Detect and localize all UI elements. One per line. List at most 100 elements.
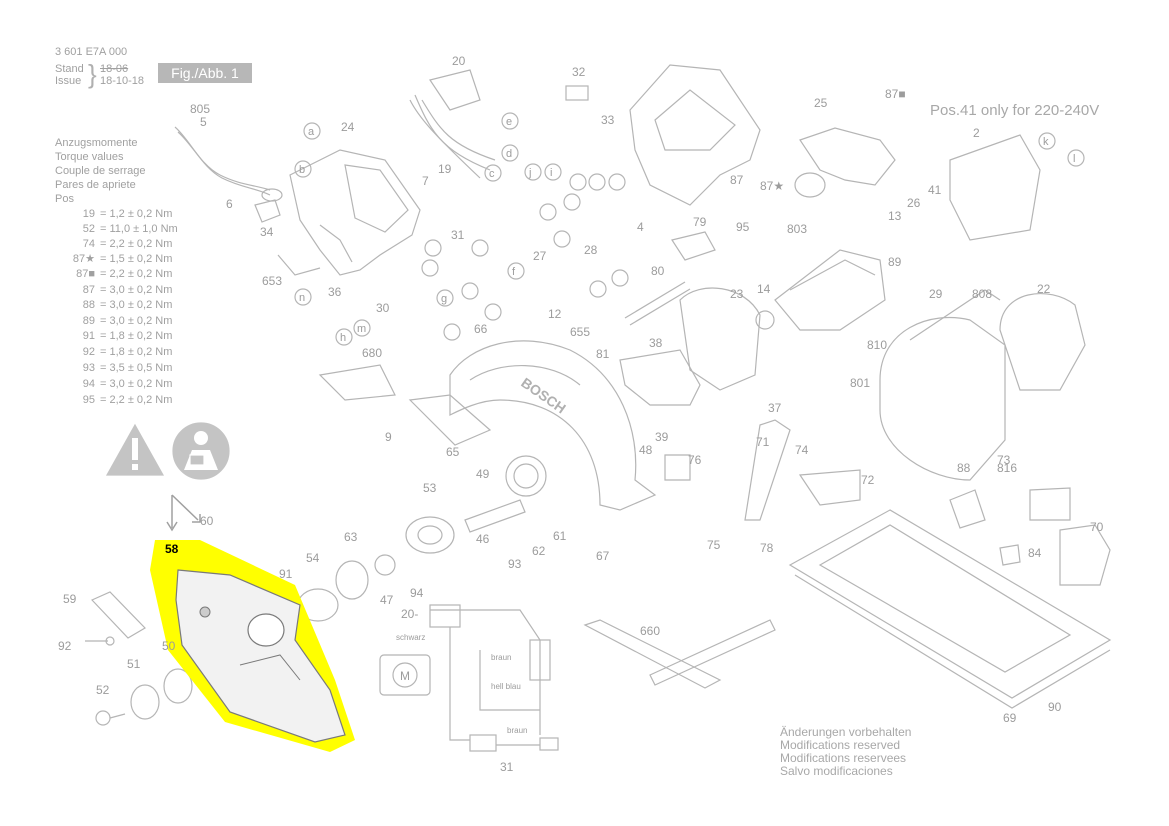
part-label: 73 bbox=[997, 453, 1011, 467]
article-code: 3 601 E7A 000 bbox=[55, 46, 128, 58]
part-label: 29 bbox=[929, 287, 943, 301]
part-label: 808 bbox=[972, 287, 992, 301]
torque-pos: 52 bbox=[82, 223, 95, 235]
part-label: 92 bbox=[58, 639, 72, 653]
part-label: 81 bbox=[596, 347, 610, 361]
wiring-schematic bbox=[379, 604, 559, 752]
part-label: 63 bbox=[344, 530, 358, 544]
torque-heading-pos: Pos bbox=[55, 193, 74, 205]
part-label: 76 bbox=[688, 453, 702, 467]
torque-row: 87★= 1,5 ± 0,2 Nm bbox=[55, 252, 195, 267]
part-label: 24 bbox=[341, 120, 355, 134]
wire-label-brown-2: braun bbox=[507, 726, 527, 735]
part-label: 49 bbox=[476, 467, 490, 481]
part-label: l bbox=[1073, 153, 1075, 165]
part-label: 89 bbox=[888, 255, 902, 269]
brace-icon: } bbox=[88, 59, 97, 89]
modifications-en: Modifications reserved bbox=[780, 738, 901, 752]
torque-heading-en: Torque values bbox=[55, 151, 124, 163]
torque-value: = 1,2 ± 0,2 Nm bbox=[100, 208, 173, 220]
part-label: 88 bbox=[957, 461, 971, 475]
part-label: 65 bbox=[446, 445, 460, 459]
part-label: c bbox=[489, 168, 495, 180]
voltage-note: Pos.41 only for 220-240V bbox=[930, 102, 1100, 119]
part-label: 95 bbox=[736, 220, 750, 234]
torque-value: = 2,2 ± 0,2 Nm bbox=[100, 268, 173, 280]
part-label: b bbox=[299, 164, 305, 176]
part-label: 12 bbox=[548, 307, 562, 321]
part-label: 47 bbox=[380, 593, 394, 607]
part-label: 75 bbox=[707, 538, 721, 552]
part-label: 61 bbox=[553, 529, 567, 543]
part-label: 31 bbox=[451, 228, 465, 242]
base-plate bbox=[788, 509, 1112, 699]
torque-pos: 87 bbox=[82, 284, 95, 296]
torque-row: 19= 1,2 ± 0,2 Nm bbox=[55, 207, 195, 222]
part-label: h bbox=[340, 332, 346, 344]
torque-row: 88= 3,0 ± 0,2 Nm bbox=[55, 298, 195, 313]
armature bbox=[774, 249, 886, 331]
torque-pos: 94 bbox=[82, 378, 95, 390]
torque-pos: 91 bbox=[82, 330, 95, 342]
part-label: 33 bbox=[601, 113, 615, 127]
motor-symbol: M bbox=[400, 669, 410, 683]
torque-row: 87 = 3,0 ± 0,2 Nm bbox=[55, 283, 195, 298]
part-label: 31 bbox=[500, 760, 514, 774]
part-label: 26 bbox=[907, 196, 921, 210]
torque-value: = 3,0 ± 0,2 Nm bbox=[100, 284, 173, 296]
issue-label: Issue bbox=[55, 75, 82, 87]
part-label: 94 bbox=[410, 586, 424, 600]
torque-value: = 3,0 ± 0,2 Nm bbox=[100, 378, 173, 390]
blade-guard bbox=[449, 340, 657, 511]
part-label: 22 bbox=[1037, 282, 1051, 296]
part-label: 74 bbox=[795, 443, 809, 457]
torque-value: = 2,2 ± 0,2 Nm bbox=[100, 394, 173, 406]
part-label: f bbox=[512, 266, 516, 278]
read-manual-icon bbox=[172, 422, 230, 480]
part-label: 36 bbox=[328, 285, 342, 299]
part-label: 72 bbox=[861, 473, 875, 487]
part-label: 93 bbox=[508, 557, 522, 571]
torque-pos: 95 bbox=[82, 394, 95, 406]
part-label: 39 bbox=[655, 430, 669, 444]
part-label: 28 bbox=[584, 243, 598, 257]
part-label: 805 bbox=[190, 102, 210, 116]
part-label: 655 bbox=[570, 325, 590, 339]
part-label: 46 bbox=[476, 532, 490, 546]
torque-pos: 89 bbox=[82, 315, 95, 327]
torque-row: 52= 11,0 ± 1,0 Nm bbox=[55, 222, 195, 237]
torque-row: 93 = 3,5 ± 0,5 Nm bbox=[55, 361, 195, 376]
part-label: 67 bbox=[596, 549, 610, 563]
part-label: 38 bbox=[649, 336, 663, 350]
torque-row: 91 = 1,8 ± 0,2 Nm bbox=[55, 329, 195, 344]
torque-value: = 1,8 ± 0,2 Nm bbox=[100, 330, 173, 342]
part-label: 27 bbox=[533, 249, 547, 263]
part-label: 30 bbox=[376, 301, 390, 315]
part-label: 4 bbox=[637, 220, 644, 234]
part-label: 25 bbox=[814, 96, 828, 110]
part-label: 80 bbox=[651, 264, 665, 278]
part-label: a bbox=[308, 126, 315, 138]
torque-value: = 1,8 ± 0,2 Nm bbox=[100, 346, 173, 358]
torque-value: = 3,0 ± 0,2 Nm bbox=[100, 299, 173, 311]
torque-pos: 93 bbox=[82, 362, 95, 374]
part-label: 5 bbox=[200, 115, 207, 129]
part-label: 48 bbox=[639, 443, 653, 457]
torque-row: 92 = 1,8 ± 0,2 Nm bbox=[55, 345, 195, 360]
wire-label-lightblue: hell blau bbox=[491, 682, 521, 691]
part-label: 9 bbox=[385, 430, 392, 444]
part-label: 54 bbox=[306, 551, 320, 565]
part-label: e bbox=[506, 116, 512, 128]
part-label: 37 bbox=[768, 401, 782, 415]
part-label: i bbox=[550, 167, 552, 179]
power-cord bbox=[174, 126, 271, 191]
part-label: 13 bbox=[888, 209, 902, 223]
torque-pos: 92 bbox=[82, 346, 95, 358]
modifications-es: Salvo modificaciones bbox=[780, 764, 893, 778]
torque-value: = 2,2 ± 0,2 Nm bbox=[100, 238, 173, 250]
part-label: 816 bbox=[997, 461, 1017, 475]
torque-value: = 3,5 ± 0,5 Nm bbox=[100, 362, 173, 374]
part-label: 59 bbox=[63, 592, 77, 606]
